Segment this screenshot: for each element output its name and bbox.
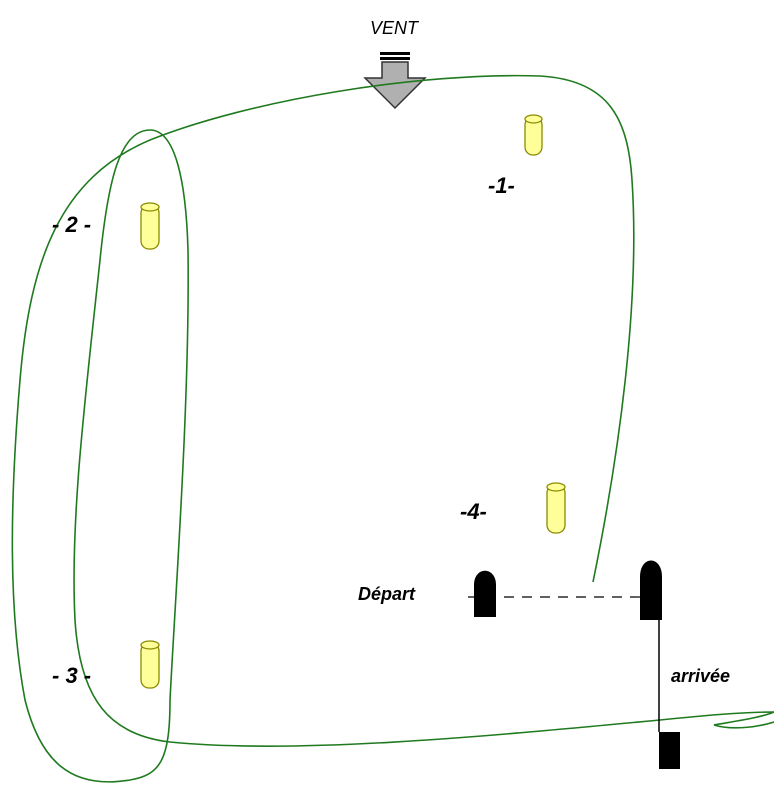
- start-line-label: Départ: [358, 584, 416, 604]
- course-path: [11, 74, 774, 783]
- buoy-top: [140, 640, 160, 650]
- buoy-4-label: -4-: [460, 499, 487, 524]
- finish-mark-icon: [659, 732, 680, 769]
- buoy-top: [140, 202, 160, 212]
- buoy-2: - 2 -: [52, 202, 160, 250]
- wind-arrow-icon: [363, 61, 427, 110]
- buoy-1-label: -1-: [488, 173, 515, 198]
- buoy-3: - 3 -: [52, 640, 160, 689]
- buoy-icon: [546, 484, 566, 534]
- wind-arrow-bar: [380, 57, 410, 60]
- buoy-2-label: - 2 -: [52, 212, 91, 237]
- buoy-3-label: - 3 -: [52, 663, 91, 688]
- wind-indicator: VENT: [363, 18, 427, 110]
- buoy-1: -1-: [488, 114, 543, 198]
- start-line: Départ: [358, 560, 662, 620]
- finish-line: arrivée: [658, 618, 730, 769]
- start-mark-right-icon: [640, 560, 662, 620]
- course-line: [11, 74, 774, 783]
- buoy-4: -4-: [460, 482, 566, 534]
- wind-label: VENT: [370, 18, 420, 38]
- buoy-top: [546, 482, 566, 492]
- buoy-top: [524, 114, 543, 124]
- start-mark-left-icon: [474, 570, 496, 617]
- finish-line-label: arrivée: [671, 666, 730, 686]
- buoy-icon: [140, 642, 160, 689]
- wind-arrow-bar: [380, 52, 410, 55]
